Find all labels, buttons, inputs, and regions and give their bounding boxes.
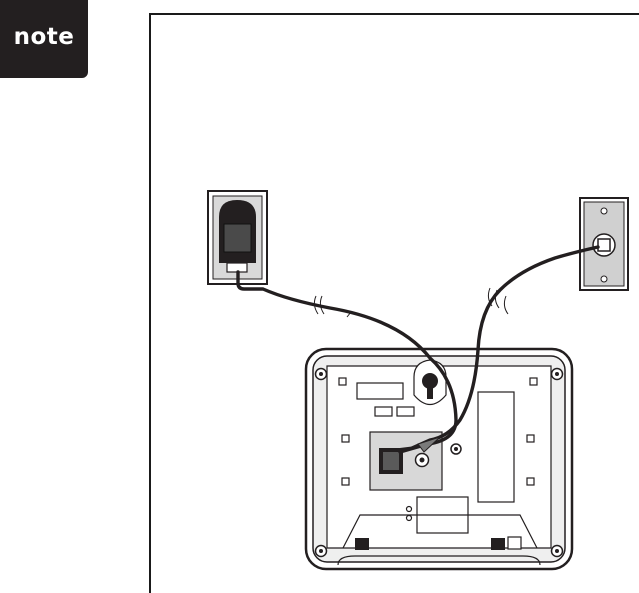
base-station-underside-icon	[306, 349, 572, 569]
power-adapter-icon	[219, 200, 256, 272]
telephone-wall-jack-icon	[580, 198, 628, 290]
